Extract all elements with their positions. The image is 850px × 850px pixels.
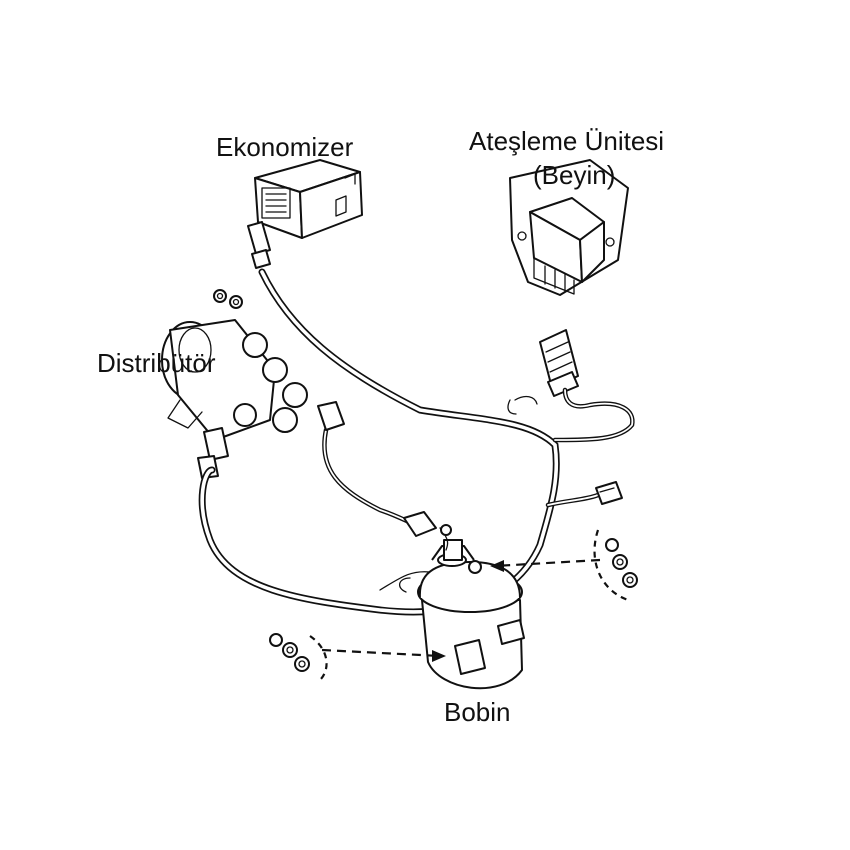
label-bobin: Bobin bbox=[444, 697, 511, 727]
ignition-unit bbox=[509, 159, 629, 296]
coil-lead bbox=[317, 401, 437, 537]
leader-arrow-right bbox=[490, 558, 601, 572]
sensor-connector bbox=[595, 481, 623, 505]
coil bbox=[379, 524, 525, 690]
coil-mount-nuts-right bbox=[593, 529, 638, 602]
coil-mount-nuts-left bbox=[269, 633, 328, 681]
ecu-harness-connector bbox=[539, 329, 579, 397]
label-ekonomizer: Ekonomizer bbox=[216, 132, 354, 162]
label-atesleme-unitesi: Ateşleme Ünitesi bbox=[469, 126, 665, 156]
distributor-nuts bbox=[213, 289, 243, 309]
ekonomizer-module bbox=[247, 159, 363, 269]
label-beyin: (Beyin) bbox=[533, 160, 616, 190]
distributor bbox=[161, 319, 308, 479]
leader-arrow-left bbox=[321, 648, 446, 662]
wiring-harness bbox=[198, 268, 635, 616]
label-distributor: Distribütör bbox=[97, 348, 216, 378]
